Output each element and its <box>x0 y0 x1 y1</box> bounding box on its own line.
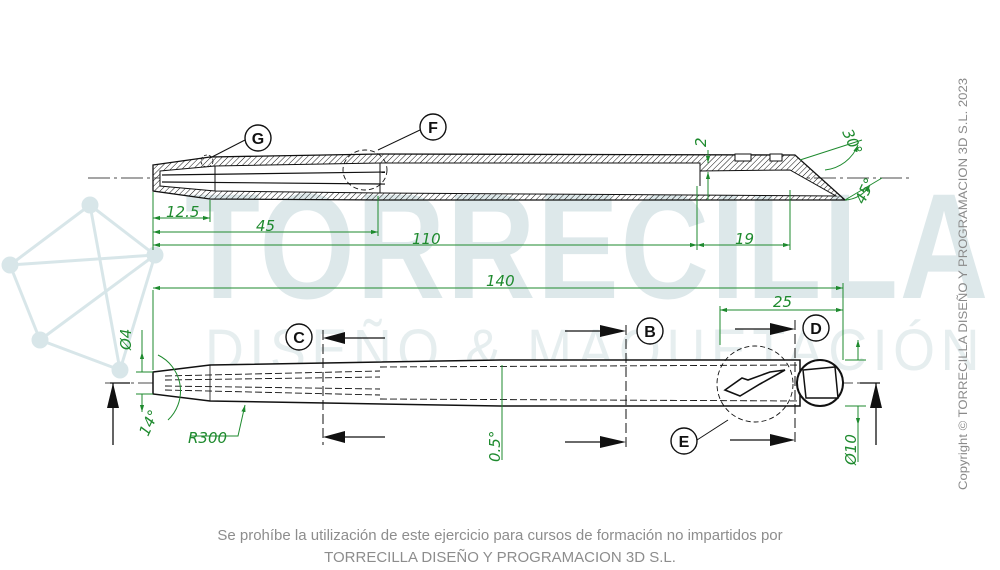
notice-line-1: Se prohíbe la utilización de este ejerci… <box>217 527 783 544</box>
callout-b-label: B <box>644 324 656 341</box>
clip-profile <box>723 369 786 397</box>
section-cut-d: D <box>730 314 830 446</box>
callout-g-label: G <box>252 131 264 148</box>
callout-c-label: C <box>293 330 305 347</box>
callout-f-label: F <box>428 120 438 137</box>
elevation-view <box>105 345 880 423</box>
view-arrow-left <box>107 383 119 445</box>
dim-25: 25 <box>773 293 792 311</box>
dim-0-5deg: 0.5° <box>486 431 504 462</box>
notice-line-2: TORRECILLA DISEÑO Y PROGRAMACION 3D S.L. <box>324 549 676 566</box>
dim-19: 19 <box>735 230 754 248</box>
dimensions-top <box>152 139 883 250</box>
watermark-network-logo <box>1 196 164 379</box>
callout-g: G <box>209 124 272 159</box>
dim-45: 45 <box>256 217 275 235</box>
callout-f: F <box>377 113 447 151</box>
dim-dia10: Ø10 <box>842 434 860 466</box>
detail-f-circle <box>342 149 388 191</box>
dim-14deg: 14° <box>135 407 163 439</box>
elevation-body <box>152 359 801 407</box>
callout-d-label: D <box>810 321 822 338</box>
dim-r300: R300 <box>188 429 227 447</box>
dim-30deg: 30° <box>838 126 866 158</box>
callout-e: E <box>670 419 729 455</box>
dim-dia4: Ø4 <box>117 329 135 351</box>
dim-110: 110 <box>412 230 441 248</box>
callout-e-label: E <box>679 434 690 451</box>
dim-140: 140 <box>486 272 515 290</box>
dimensions-bottom <box>136 283 866 462</box>
section-view <box>88 149 912 201</box>
dim-12-5: 12.5 <box>166 203 199 221</box>
copyright-text: Copyright © TORRECILLA DISEÑO Y PROGRAMA… <box>956 78 970 490</box>
detail-e-circle <box>716 345 794 423</box>
section-cut-c: C <box>285 323 385 445</box>
section-cut-b: B <box>565 317 664 450</box>
view-arrow-right <box>870 383 882 445</box>
dim-2: 2 <box>692 137 710 147</box>
section-bore <box>159 162 838 197</box>
